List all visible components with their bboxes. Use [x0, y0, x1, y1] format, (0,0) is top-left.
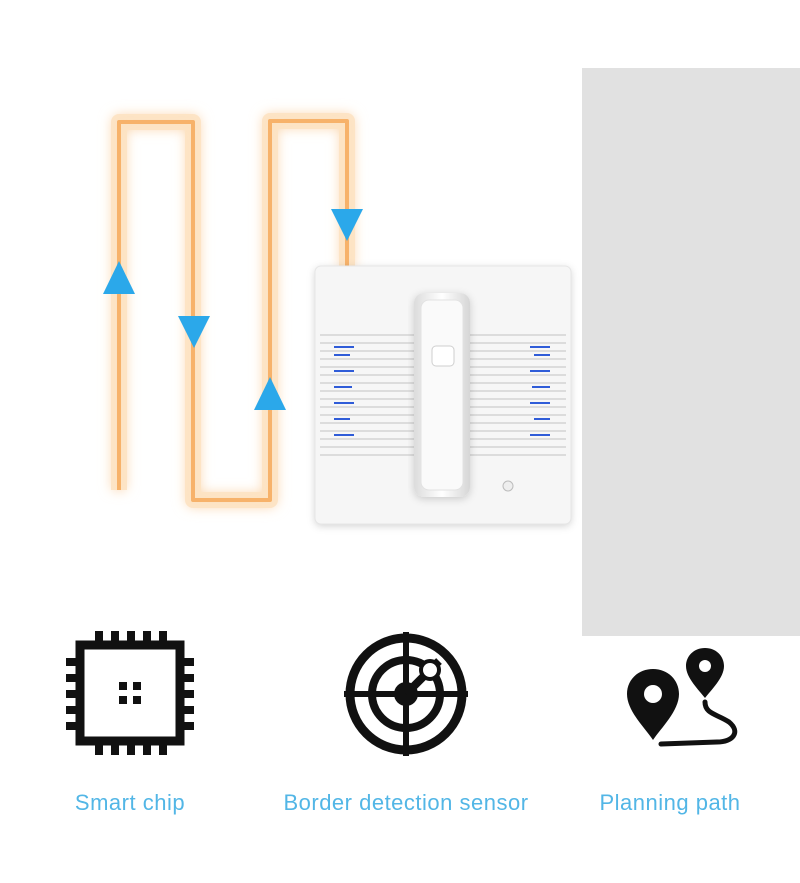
window-cleaning-robot — [314, 265, 572, 525]
route-pins-icon — [627, 648, 738, 747]
radar-icon — [344, 632, 468, 756]
blue-indicator-lights — [334, 346, 550, 436]
feature-label: Border detection sensor — [283, 790, 529, 815]
arrow-up-icon — [103, 261, 135, 294]
feature-label: Smart chip — [74, 790, 186, 815]
chip-icon — [66, 631, 194, 755]
feature-planning-path: Planning path — [540, 610, 800, 850]
feature-border-detection-sensor: Border detection sensor — [276, 610, 536, 850]
arrow-up-icon — [254, 377, 286, 410]
feature-label: Planning path — [599, 790, 741, 815]
power-button — [431, 345, 455, 367]
arrow-down-icon — [178, 316, 210, 348]
serpentine-path — [111, 113, 355, 508]
sensor-dot — [502, 480, 514, 492]
gray-background-panel — [582, 68, 800, 636]
cleaning-path-illustration — [103, 113, 572, 525]
arrow-down-icon — [331, 209, 363, 241]
feature-smart-chip: Smart chip — [0, 610, 260, 850]
